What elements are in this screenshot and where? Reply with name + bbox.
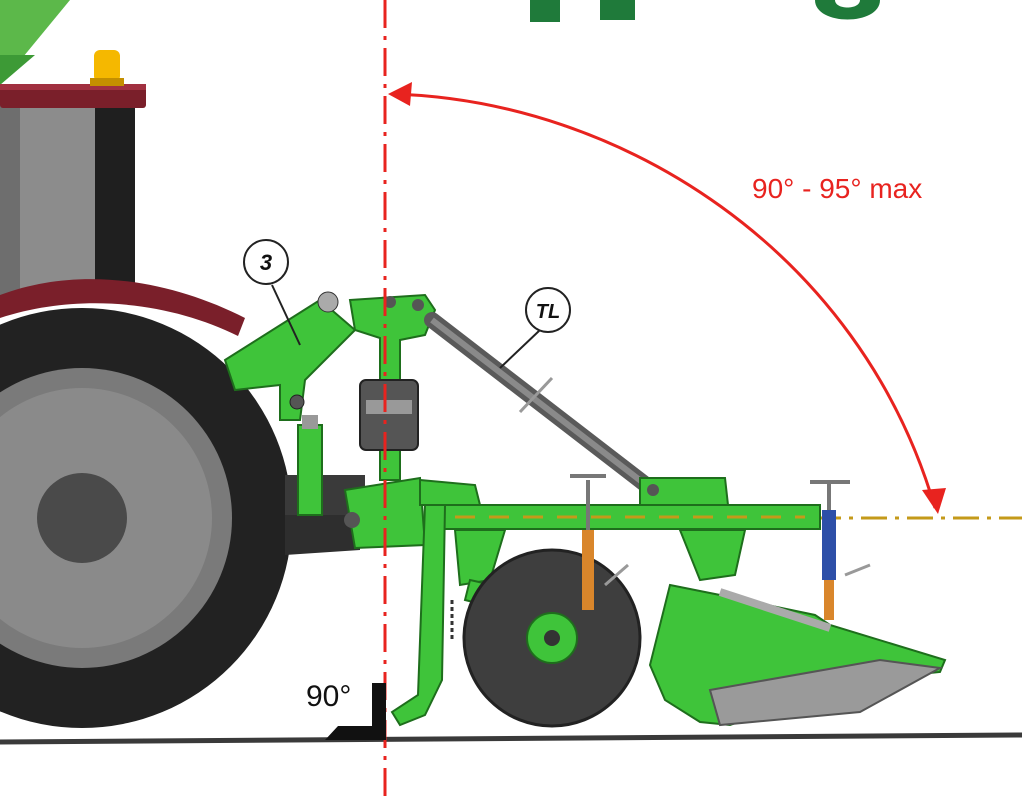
ground-line [0, 732, 1022, 745]
callout-tl-bubble [525, 287, 571, 333]
lift-cylinder [297, 424, 323, 516]
arc-arrowhead-bottom [922, 488, 946, 514]
callout-tl-leader [499, 329, 541, 369]
rear-bracket [639, 477, 730, 506]
wheel-hub [37, 473, 127, 563]
depth-spring [822, 510, 836, 580]
arc-arrow-icon [391, 92, 937, 509]
callout-tl-label: TL [536, 301, 560, 323]
beacon-light [94, 50, 120, 82]
tractor-fender [0, 279, 245, 336]
disc-spring [582, 530, 594, 610]
title-fragment-g [815, 0, 880, 20]
callout-3-label: 3 [260, 250, 272, 275]
tractor [0, 50, 365, 728]
implement [223, 291, 947, 728]
right-angle-icon [325, 683, 386, 740]
callout-3-bubble [243, 239, 289, 285]
title-fragment [530, 0, 635, 22]
top-link-handle [518, 376, 554, 414]
spring-housing [359, 379, 419, 451]
mid-bracket [678, 529, 747, 582]
angle-range-label: 90° - 95° max [752, 173, 922, 204]
tractor-cab-pillar [95, 100, 135, 300]
subsoiler-tine [390, 504, 447, 727]
callout-3-leader [271, 284, 301, 346]
corner-banner-shade [0, 55, 35, 85]
right-angle-label: 90° [306, 680, 351, 713]
arc-arrowhead-top [388, 82, 412, 106]
ridger-blade [708, 658, 944, 727]
